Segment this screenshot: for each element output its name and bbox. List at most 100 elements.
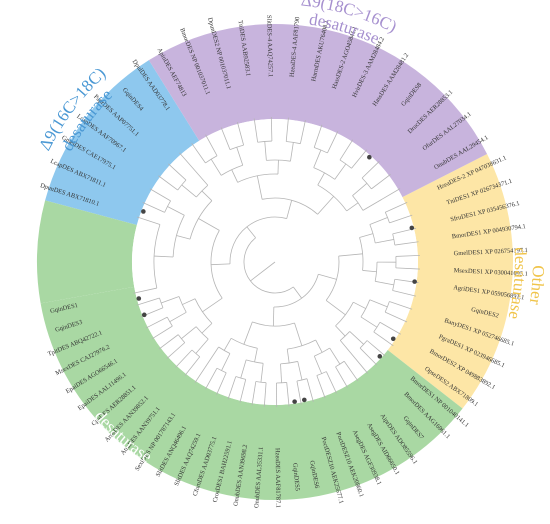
branch-arc — [325, 256, 340, 301]
branch-radial — [205, 367, 218, 390]
leaf-label: MsexDES1 XP 030041095.1 — [454, 267, 528, 278]
branch-radial — [201, 323, 213, 334]
leaf-label: HzeaDES AAF81787.1 — [274, 448, 282, 508]
branch-radial — [353, 301, 366, 309]
branch-radial — [136, 297, 160, 306]
branch-radial — [371, 174, 391, 190]
branch-radial — [211, 263, 231, 266]
branch-radial — [296, 380, 302, 405]
branch-arc — [392, 233, 396, 246]
branch-radial — [236, 147, 244, 166]
branch-radial — [263, 382, 267, 407]
branch-arc — [189, 200, 213, 240]
branch-radial — [260, 363, 264, 383]
branch-radial — [182, 298, 196, 305]
branch-radial — [329, 347, 341, 365]
branch-arc — [384, 212, 390, 223]
clade-label-text: Other — [526, 265, 548, 306]
branch-radial — [325, 371, 337, 394]
branch-radial — [316, 375, 326, 399]
branch-radial — [243, 321, 253, 345]
branch-radial — [299, 120, 306, 144]
branch-radial — [389, 214, 413, 224]
branch-arc — [153, 224, 161, 289]
branch-radial — [294, 322, 303, 346]
branch-arc — [262, 197, 318, 215]
branch-radial — [318, 273, 337, 280]
branch-radial — [293, 286, 303, 299]
branch-radial — [246, 226, 256, 239]
branch-radial — [205, 134, 218, 156]
branch-radial — [325, 300, 346, 316]
branch-radial — [166, 342, 186, 359]
sector-other — [387, 153, 513, 409]
branch-arc — [229, 216, 287, 264]
branch-radial — [256, 175, 263, 200]
branch-radial — [346, 202, 359, 212]
branch-radial — [306, 378, 314, 402]
branch-arc — [273, 274, 319, 308]
branch-radial — [179, 152, 209, 186]
clade-label-other: Other — [526, 265, 548, 306]
branch-radial — [201, 190, 213, 201]
branch-radial — [389, 301, 413, 310]
branch-radial — [149, 188, 171, 202]
branch-radial — [202, 297, 223, 313]
branch-radial — [317, 196, 334, 215]
branch-radial — [361, 161, 380, 179]
branch-radial — [379, 321, 401, 335]
branch-radial — [253, 118, 259, 143]
branch-radial — [254, 348, 258, 363]
branch-arc — [313, 167, 335, 180]
branch-radial — [240, 359, 247, 379]
branch-radial — [198, 218, 220, 231]
branch-radial — [327, 131, 339, 154]
branch-radial — [181, 326, 197, 340]
branch-radial — [395, 267, 420, 270]
node-dot — [377, 354, 383, 359]
branch-radial — [394, 241, 419, 246]
branch-radial — [145, 316, 168, 329]
branch-radial — [195, 338, 209, 354]
branch-radial — [137, 216, 161, 225]
sector-d11 — [40, 286, 463, 501]
branch-radial — [167, 206, 185, 216]
branch-radial — [286, 382, 290, 407]
branch-radial — [221, 353, 231, 371]
leaf-label: OnubDES AAL35331.1 — [253, 447, 265, 509]
branch-radial — [158, 334, 179, 350]
node-dot — [292, 399, 297, 404]
branch-radial — [133, 287, 157, 294]
branch-radial — [375, 280, 394, 286]
branch-radial — [176, 235, 191, 240]
branch-arc — [216, 367, 227, 374]
branch-arc — [317, 184, 347, 212]
branch-arc — [359, 237, 364, 271]
node-dot — [141, 312, 147, 318]
branch-radial — [375, 239, 394, 244]
node-dot — [302, 397, 307, 403]
branch-radial — [191, 143, 206, 164]
branch-arc — [352, 195, 364, 211]
branch-radial — [352, 182, 368, 196]
branch-radial — [369, 299, 388, 308]
branch-radial — [360, 316, 378, 328]
branch-radial — [373, 331, 394, 347]
branch-radial — [317, 172, 325, 186]
node-dot — [136, 296, 142, 301]
branch-arc — [172, 215, 185, 258]
branch-radial — [270, 117, 273, 142]
branch-radial — [315, 339, 323, 353]
tree-branches — [133, 117, 420, 407]
branch-radial — [335, 325, 346, 337]
node-dot — [367, 154, 372, 160]
branch-radial — [175, 349, 193, 368]
branch-radial — [362, 270, 377, 273]
branch-root — [250, 261, 276, 282]
branch-radial — [362, 188, 401, 211]
branch-radial — [385, 201, 408, 213]
branch-radial — [154, 255, 174, 258]
sector-d9_16_18 — [45, 60, 200, 225]
branch-radial — [335, 366, 348, 388]
branch-arc — [252, 321, 295, 327]
